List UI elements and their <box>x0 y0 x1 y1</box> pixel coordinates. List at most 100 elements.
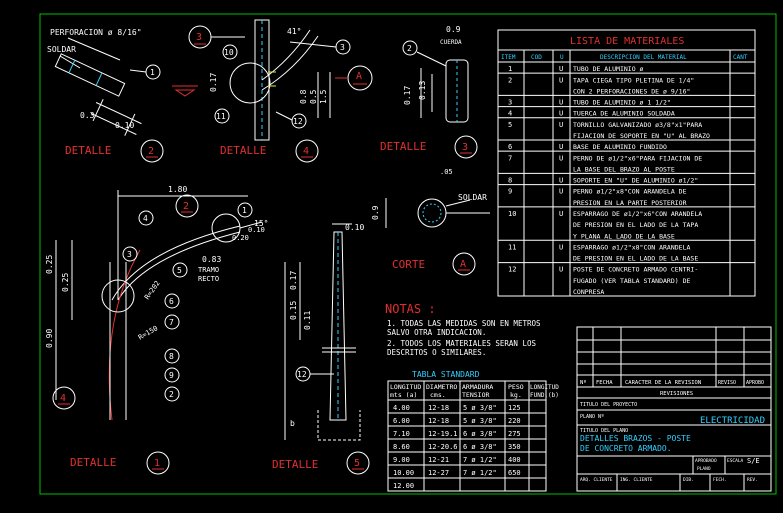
mat-desc: FIJACION DE SOPORTE EN "U" AL BRAZO <box>573 132 710 140</box>
mat-unit: U <box>559 154 563 162</box>
detail5-label: DETALLE <box>272 458 318 471</box>
d4-d4: 1.5 <box>319 89 328 104</box>
d1-top-dim: 1.80 <box>168 185 187 194</box>
d5-callout: 12 <box>297 370 307 379</box>
standard-cell: 350 <box>508 443 521 451</box>
mat-desc: TUBO DE ALUMINIO ø <box>573 65 644 73</box>
corte-letter: A <box>460 259 466 270</box>
mat-item: 1 <box>508 65 512 73</box>
d1-mark-8: 8 <box>169 352 174 361</box>
standard-cell: 7 ø 1/2" <box>463 456 497 464</box>
d5-d1: 0.17 <box>289 271 298 290</box>
std-h1-2: ARMADURA <box>462 383 493 391</box>
d1-d-b: 0.25 <box>45 255 54 274</box>
mat-desc: TORNILLO GALVANIZADO ø3/8"x1"PARA <box>573 121 702 129</box>
note-line-1: 1. TODAS LAS MEDIDAS SON EN METROS <box>387 319 541 328</box>
std-h2-3: kg. <box>510 391 522 399</box>
d1-mark-4: 4 <box>143 214 148 223</box>
std-h1-3: PESO <box>508 383 524 391</box>
mat-unit: U <box>559 65 563 73</box>
detail1-num: 1 <box>154 458 160 469</box>
standard-cell: 125 <box>508 404 521 412</box>
standard-cell: 6 ø 3/8" <box>463 443 497 451</box>
standard-cell: 12.00 <box>393 482 414 490</box>
d1-d-a: 0.83 <box>202 255 221 264</box>
tb-rev-h3: REVISO <box>718 380 736 386</box>
tb-plano: PLANO Nº <box>580 414 604 420</box>
mat-unit: U <box>559 121 563 129</box>
standard-cell: 275 <box>508 430 521 438</box>
std-h1-0: LONGITUD <box>390 383 421 391</box>
mat-desc: BASE DE ALUMINIO FUNDIDO <box>573 143 667 151</box>
mat-item: 8 <box>508 177 512 185</box>
d1-mark-5: 5 <box>177 266 182 275</box>
std-h1-1: DIAMETRO <box>426 383 457 391</box>
notes-title: NOTAS : <box>385 302 436 316</box>
detail4-num: 4 <box>303 146 309 157</box>
tb-rev-h2: CARACTER DE LA REVISION <box>625 380 701 386</box>
d1-mark-1: 1 <box>242 206 247 215</box>
mat-h-cod: COD <box>531 54 542 61</box>
d1-d-c: 0.90 <box>45 329 54 348</box>
mat-unit: U <box>559 143 563 151</box>
mat-desc: ESPARRAGO ø1/2"x8"CON ARANDELA <box>573 243 690 251</box>
std-h2-2: TENSIOR <box>462 391 489 399</box>
d1-mark-9: 9 <box>169 371 174 380</box>
d4-section: A <box>356 71 362 82</box>
standard-cell: 5 ø 3/8" <box>463 404 497 412</box>
detail4-label: DETALLE <box>220 144 266 157</box>
d1-r4: 0.10 <box>248 226 265 234</box>
mat-item: 11 <box>508 243 516 251</box>
standard-cell: 7 ø 1/2" <box>463 469 497 477</box>
d4-c10: 10 <box>224 48 234 57</box>
note-line-3: 2. TODOS LOS MATERIALES SERAN LOS <box>387 339 536 348</box>
mat-desc: Y PLANA AL LADO DE LA BASE <box>573 232 675 240</box>
drawing-frame <box>39 13 777 495</box>
d1-mark-4b: 4 <box>60 393 66 404</box>
mat-desc: PRESION EN LA PARTE POSTERIOR <box>573 199 687 207</box>
detail-1: 1.80 15° 2 1 4 3 5 6 7 8 9 2 0.83 TRAMO <box>45 185 268 475</box>
mat-desc: DE PRESION EN EL LADO DE LA TAPA <box>573 221 698 229</box>
d1-d-c1: 0.25 <box>61 273 70 292</box>
tb-escala: ESCALA <box>727 458 744 464</box>
standard-cell: 9.00 <box>393 456 410 464</box>
mat-item: 6 <box>508 143 512 151</box>
corte-a: .05 SOLDAR 0.9 CORTE A <box>371 168 490 276</box>
mat-h-u: U <box>560 54 564 61</box>
tb-escala-val: S/E <box>747 457 760 465</box>
notes: NOTAS : 1. TODAS LAS MEDIDAS SON EN METR… <box>385 302 541 357</box>
std-h2-0: mts (a) <box>390 391 417 399</box>
std-h2-1: cms. <box>430 391 446 399</box>
standard-cell: 6.00 <box>393 417 410 425</box>
d4-top-callout: 3 <box>196 32 202 43</box>
std-h1-4: LONGITUD <box>530 384 559 391</box>
d4-c11: 11 <box>216 112 226 121</box>
materials-title: LISTA DE MATERIALES <box>570 36 684 47</box>
tb-titulo-1: DETALLES BRAZOS - POSTE <box>580 434 691 443</box>
standard-cell: 220 <box>508 417 521 425</box>
mat-h-cant: CANT <box>733 54 748 61</box>
d4-angle: 41° <box>287 27 301 36</box>
d1-mark-3: 3 <box>127 250 132 259</box>
mat-h-item: ITEM <box>501 54 516 61</box>
d2-dim-b: 0.10 <box>115 121 134 130</box>
mat-item: 4 <box>508 110 512 118</box>
corte-label: CORTE <box>392 258 425 271</box>
corte-dim: .05 <box>440 168 453 176</box>
d3-note: CUERDA <box>440 39 462 46</box>
weld-note: SOLDAR <box>47 45 76 54</box>
mat-desc: PERNO ø1/2"x8"CON ARANDELA DE <box>573 188 687 196</box>
d3-d1: 0.17 <box>403 86 412 105</box>
corte-d: 0.9 <box>371 205 380 220</box>
mat-desc: TAPA CIEGA TIPO PLETINA DE 1/4" <box>573 76 694 84</box>
d4-d1: 0.17 <box>209 73 218 92</box>
mat-unit: U <box>559 177 563 185</box>
tb-bottom-3: FECH. <box>713 477 727 483</box>
detail-5: 0.10 0.17 0.15 0.11 12 b DETALLE 5 <box>272 223 370 475</box>
d2-dim-a: 0.3 <box>80 111 95 120</box>
d1-mark-6: 6 <box>169 297 174 306</box>
d1-mark-7: 7 <box>169 318 174 327</box>
detail-4: 3 41° 10 11 12 3 0.17 0.8 0.5 1.5 A DETA… <box>172 19 373 163</box>
d4-c3: 3 <box>340 43 345 52</box>
detail1-label: DETALLE <box>70 456 116 469</box>
